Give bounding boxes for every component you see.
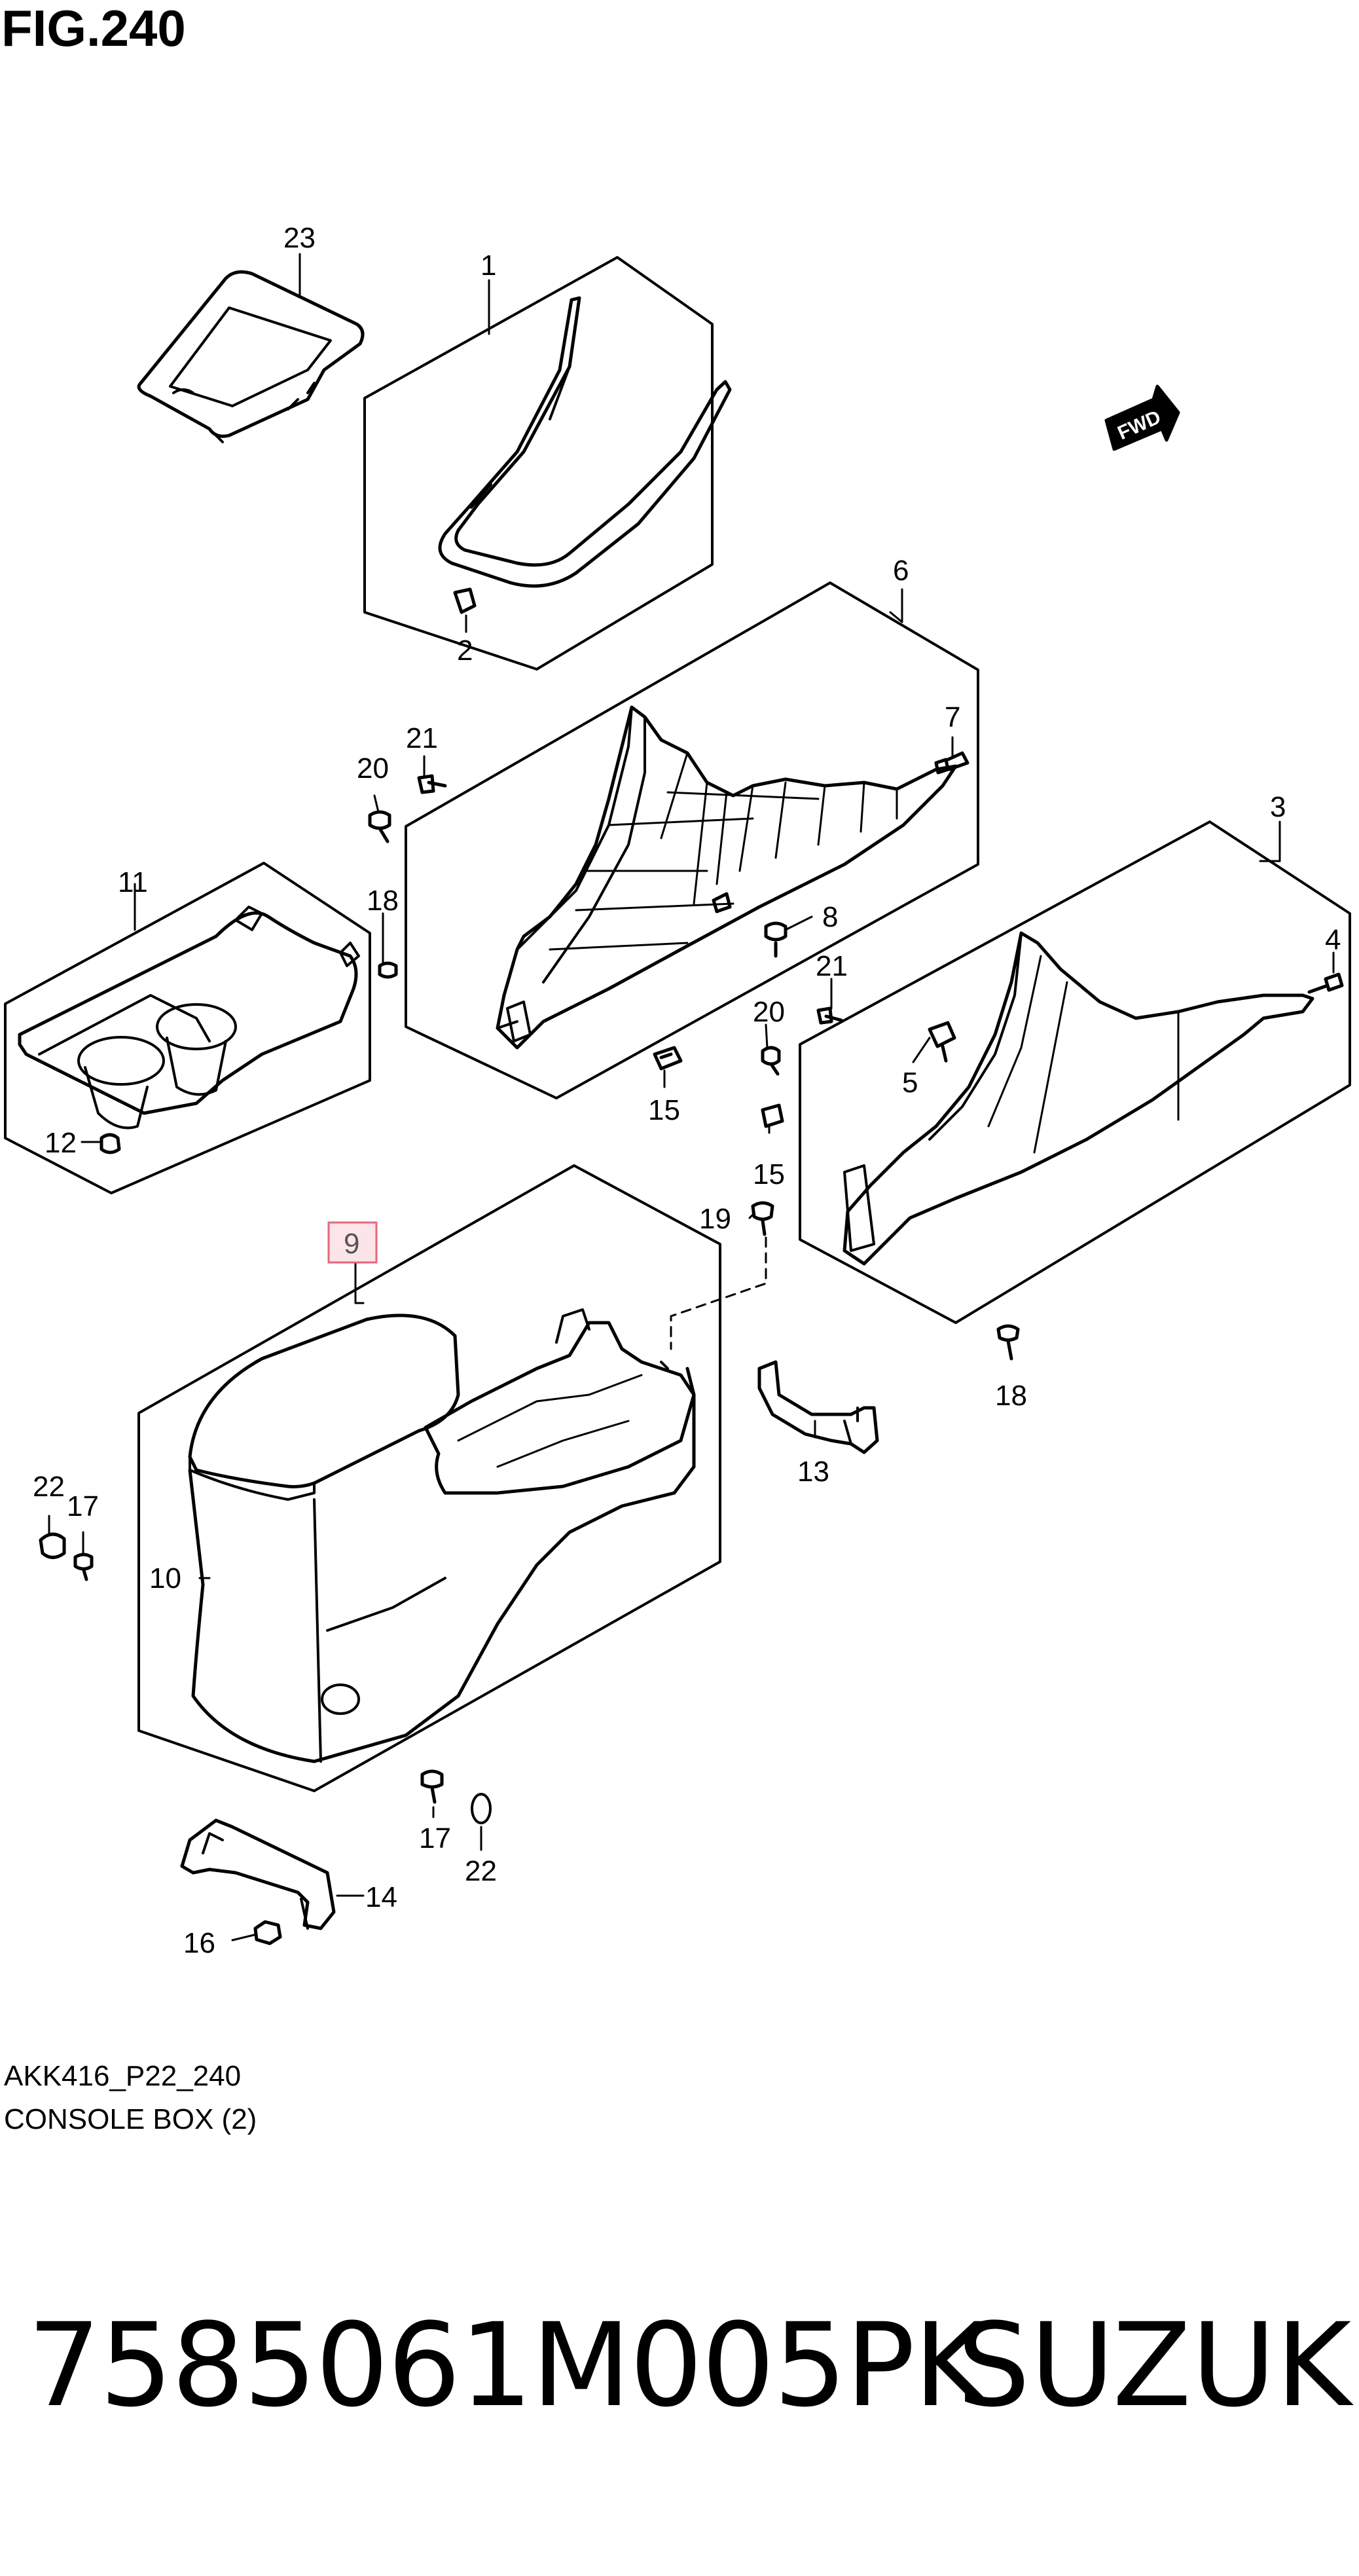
callout-10[interactable]: 10: [149, 1562, 181, 1594]
callout-20-b[interactable]: 20: [753, 996, 785, 1028]
callout-17-b[interactable]: 17: [419, 1822, 451, 1854]
highlight-box-part-9: [327, 1221, 378, 1264]
part-6-group-box: [368, 581, 979, 1099]
part-23-shift-bezel: [137, 270, 365, 443]
callout-11[interactable]: 11: [118, 866, 148, 898]
part-9-group-box: [39, 1164, 879, 1945]
callout-labels: 23 1 2 6 7 21 20 11 18 8 3 4 21 20 5 15 …: [33, 222, 1341, 1959]
callout-9[interactable]: 9: [344, 1228, 359, 1260]
callout-15[interactable]: 15: [648, 1094, 680, 1126]
callout-15-b[interactable]: 15: [753, 1158, 785, 1190]
callout-12[interactable]: 12: [45, 1127, 77, 1159]
figure-code: AKK416_P22_240: [4, 2060, 242, 2092]
callout-1[interactable]: 1: [480, 249, 496, 282]
part-3-group-box: [761, 820, 1351, 1361]
part-number: 7585061M005PK: [27, 2298, 989, 2433]
callout-21[interactable]: 21: [406, 722, 438, 754]
callout-14[interactable]: 14: [365, 1881, 397, 1913]
callout-22[interactable]: 22: [33, 1471, 65, 1503]
figure-caption: CONSOLE BOX (2): [4, 2103, 257, 2135]
callout-5[interactable]: 5: [902, 1067, 918, 1099]
callout-3[interactable]: 3: [1270, 791, 1286, 823]
callout-7[interactable]: 7: [945, 701, 960, 733]
callout-22-b[interactable]: 22: [465, 1855, 497, 1887]
callout-18[interactable]: 18: [367, 885, 399, 917]
callout-21-b[interactable]: 21: [816, 950, 848, 982]
callout-4[interactable]: 4: [1325, 924, 1341, 956]
callout-19[interactable]: 19: [699, 1203, 731, 1235]
callout-23[interactable]: 23: [283, 222, 316, 254]
callout-20[interactable]: 20: [357, 752, 389, 784]
brand-name: SUZUKI: [957, 2298, 1359, 2433]
part-11-group-box: [4, 862, 398, 1194]
callout-16[interactable]: 16: [183, 1927, 215, 1959]
callout-18-b[interactable]: 18: [995, 1380, 1027, 1412]
exploded-parts-diagram: FWD 23 1 2 6 7 21 20 11 18 8 3 4 21 20 5…: [4, 222, 1351, 1959]
part-1-group-box: [363, 256, 732, 671]
fwd-arrow: [1104, 384, 1180, 451]
callout-2[interactable]: 2: [457, 635, 473, 667]
callout-6[interactable]: 6: [893, 555, 909, 587]
callout-13[interactable]: 13: [797, 1456, 829, 1488]
callout-17[interactable]: 17: [67, 1490, 99, 1522]
leader-lines: [48, 253, 1335, 1941]
figure-title: FIG.240: [1, 0, 186, 57]
callout-8[interactable]: 8: [822, 901, 838, 933]
